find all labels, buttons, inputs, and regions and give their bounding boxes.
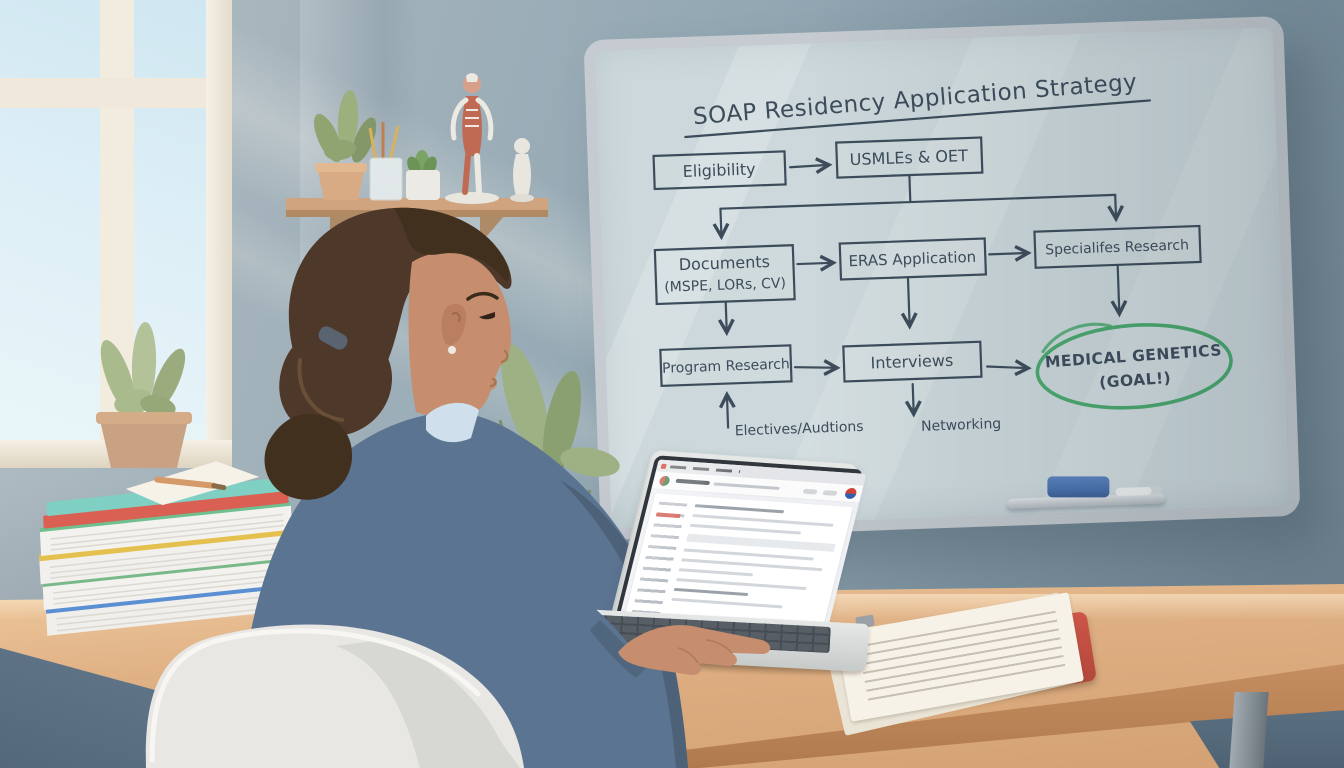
node-documents-line2: (MSPE, LORs, CV) [664, 275, 786, 295]
windowsill-plant-pot-rim [96, 412, 192, 424]
connector-branch [719, 173, 1117, 210]
ponytail-lower [264, 414, 353, 500]
arrow-eras-specialties [988, 244, 1032, 262]
node-documents-line1: Documents [678, 252, 770, 274]
nose-lip-lines [489, 349, 509, 388]
windowsill-plant-pot [100, 420, 188, 468]
succulent-pot [406, 150, 440, 200]
node-interviews-box [842, 340, 983, 383]
arrow-to-documents [712, 207, 730, 241]
hand [618, 625, 771, 676]
anatomy-model [445, 73, 499, 204]
mannequin-figure [510, 138, 534, 202]
arrow-to-specialties [1107, 193, 1125, 223]
eyebrow [466, 291, 499, 301]
node-usmles: USMLEs & OET [849, 146, 968, 169]
arrow-specialties-goal [1110, 263, 1128, 318]
window-frame [206, 0, 232, 468]
goal-circle [1035, 323, 1233, 410]
label-electives: Electives/Audtions [735, 419, 864, 439]
title-underline [684, 99, 1152, 139]
whiteboard: SOAP Residency Application Strategy Elig… [583, 15, 1301, 541]
arrow-program-interviews [793, 359, 841, 377]
book-red [43, 490, 289, 529]
pencil-tip [211, 483, 227, 491]
plant-leaf [542, 371, 582, 473]
floor-right [1189, 710, 1344, 768]
node-eras: ERAS Application [848, 248, 976, 270]
pearl-earring [448, 346, 456, 354]
book-stack [39, 461, 297, 636]
page-lines [49, 541, 288, 579]
ear [441, 303, 467, 346]
flowchart: SOAP Residency Application Strategy Elig… [652, 69, 1233, 439]
book-pages [39, 531, 296, 585]
arrow-eligibility-usmles [788, 157, 833, 174]
hair-front [394, 207, 510, 281]
node-eligibility-box [652, 150, 787, 191]
finger-lines [677, 639, 733, 664]
arm-sleeve [463, 546, 652, 702]
shelf-plant [314, 90, 377, 200]
plant-leaf [501, 344, 549, 456]
page-lines [53, 567, 287, 605]
hair-tie [318, 326, 348, 350]
goal-line2: (GOAL!) [1099, 369, 1172, 392]
windowsill-plant [96, 322, 192, 468]
arrow-electives-program [718, 391, 736, 429]
arrow-documents-eras [796, 254, 837, 272]
node-specialties: Specialifes Research [1045, 237, 1189, 258]
node-eligibility: Eligibility [682, 159, 755, 181]
node-eras-box [838, 237, 988, 281]
arrow-documents-program [717, 300, 735, 337]
eye [479, 312, 495, 320]
book-pages [45, 583, 297, 636]
pencil-cup [368, 122, 403, 201]
book-pages [39, 503, 293, 557]
chair-shade [336, 640, 520, 768]
ear-inner [451, 312, 461, 323]
window-muntin-horizontal [0, 78, 206, 108]
node-interviews: Interviews [870, 351, 953, 373]
arrow-interviews-networking [904, 382, 922, 418]
windowsill-plant-leaves [100, 322, 186, 417]
book-pages [42, 557, 295, 610]
page-lines [56, 593, 287, 632]
label-networking: Networking [921, 416, 1002, 435]
ponytail-highlight [297, 358, 344, 422]
arrow-eras-interviews [900, 276, 918, 330]
shirt-collar [426, 402, 479, 443]
page-lines [50, 513, 284, 551]
ponytail-upper [279, 328, 393, 437]
plant-leaf [560, 447, 620, 477]
pencil [154, 476, 217, 489]
node-program-box [659, 344, 793, 387]
goal-circle-overlap [1041, 322, 1112, 354]
book-cover-green2 [39, 501, 291, 533]
node-program: Program Research [662, 356, 790, 376]
chair-rim-highlight [149, 628, 481, 763]
arrow-interviews-goal [986, 359, 1032, 377]
